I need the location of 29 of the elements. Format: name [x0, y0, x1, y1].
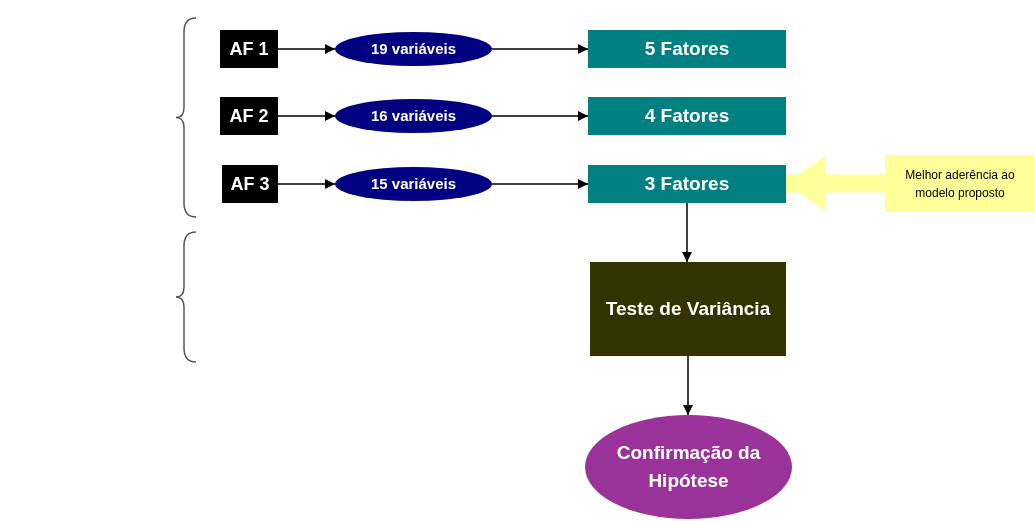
arrow	[683, 355, 693, 416]
process-box	[588, 165, 786, 203]
node-text: AF 1	[229, 37, 269, 61]
arrow	[491, 111, 589, 121]
process-box	[588, 97, 786, 135]
node-text: Melhor aderência ao modelo proposto	[904, 166, 1016, 202]
arrow	[277, 44, 336, 54]
node-text: 19 variáveis	[370, 38, 457, 59]
arrow	[277, 179, 336, 189]
node-text: 16 variáveis	[370, 105, 457, 126]
process-box	[220, 97, 278, 135]
node-text: AF 2	[229, 104, 269, 128]
node-text: Teste de Variância	[605, 296, 771, 321]
process-box	[220, 30, 278, 68]
node-text: 5 Fatores	[644, 36, 730, 61]
node-text: 15 variáveis	[370, 173, 457, 194]
arrow	[786, 155, 885, 212]
process-box	[222, 165, 278, 203]
node-text: AF 3	[230, 172, 270, 196]
arrow	[491, 44, 589, 54]
note-box	[885, 155, 1035, 212]
node-text: 4 Fatores	[644, 103, 730, 128]
node-text: 3 Fatores	[644, 171, 730, 196]
arrow	[277, 111, 336, 121]
node-text: Confirmação da Hipótese	[615, 440, 762, 493]
arrow	[682, 202, 692, 263]
process-box	[588, 30, 786, 68]
process-box	[590, 262, 786, 356]
arrow	[491, 179, 589, 189]
